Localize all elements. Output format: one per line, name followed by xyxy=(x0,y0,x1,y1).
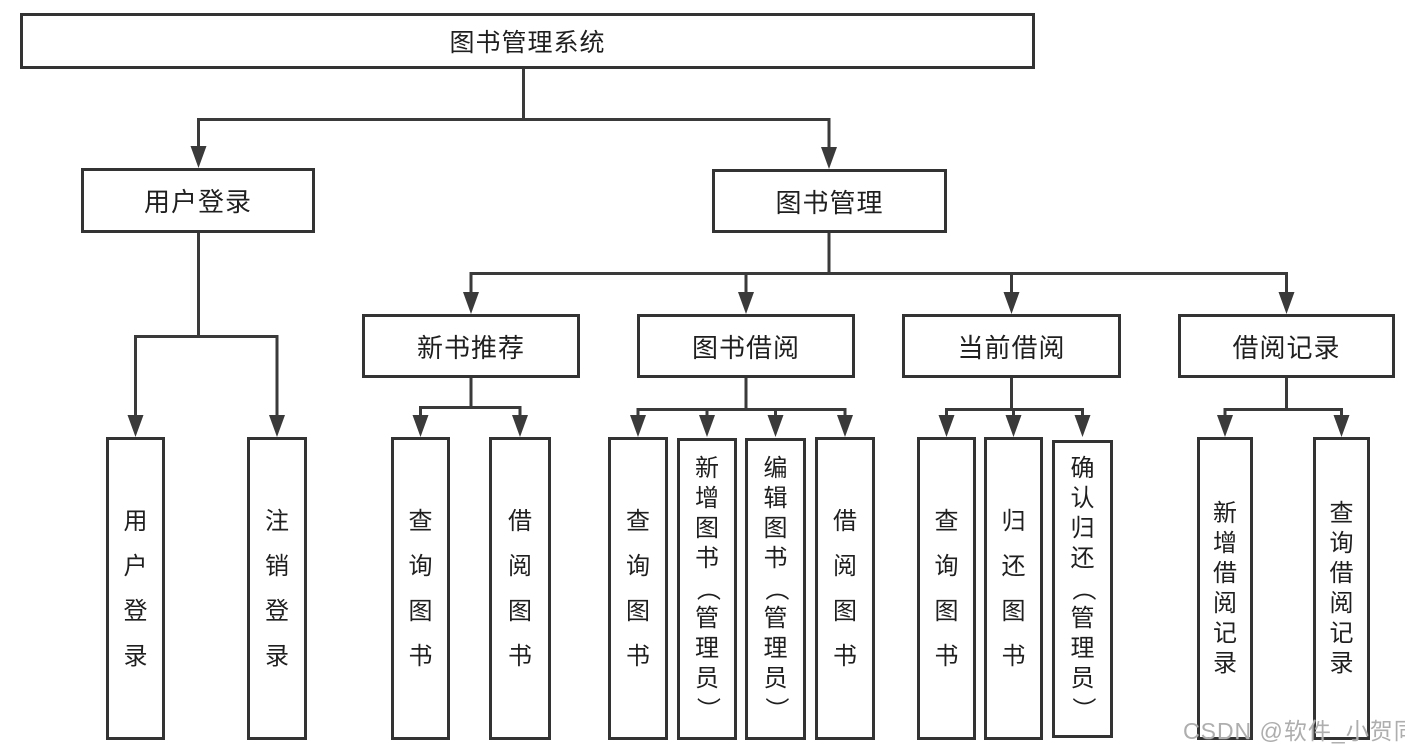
node-label: 当前借阅 xyxy=(957,332,1066,363)
node-borrow-records: 借阅记录 xyxy=(1178,314,1395,378)
leaf-user-login: 用户登录 xyxy=(106,437,165,740)
leaf-query-borrow-record: 查询借阅记录 xyxy=(1313,437,1370,740)
leaf-query-book-borrow: 查询图书 xyxy=(608,437,668,740)
leaf-add-book-admin: 新增图书（管理员） xyxy=(677,438,737,740)
node-user-login: 用户登录 xyxy=(81,168,315,233)
node-library-management-system: 图书管理系统 xyxy=(20,13,1035,69)
leaf-borrow-book: 借阅图书 xyxy=(815,437,875,740)
leaf-confirm-return-admin: 确认归还（管理员） xyxy=(1052,440,1113,738)
node-label: 用户登录 xyxy=(143,187,252,217)
leaf-query-book-current: 查询图书 xyxy=(917,437,976,740)
leaf-query-book-recommend: 查询图书 xyxy=(391,437,450,740)
node-label: 借阅记录 xyxy=(1232,332,1341,363)
arrowheads xyxy=(127,146,1350,437)
node-label: 图书管理系统 xyxy=(449,29,606,57)
node-label: 图书管理 xyxy=(775,187,884,218)
node-label: 新书推荐 xyxy=(416,332,525,363)
node-label: 图书借阅 xyxy=(691,332,800,363)
leaf-return-book: 归还图书 xyxy=(984,437,1043,740)
node-book-borrow: 图书借阅 xyxy=(637,314,855,378)
node-new-book-recommend: 新书推荐 xyxy=(362,314,580,378)
node-current-borrow: 当前借阅 xyxy=(902,314,1121,378)
leaf-logout-login: 注销登录 xyxy=(247,437,307,740)
leaf-add-borrow-record: 新增借阅记录 xyxy=(1197,437,1253,740)
leaf-edit-book-admin: 编辑图书（管理员） xyxy=(745,438,806,740)
node-book-management: 图书管理 xyxy=(712,169,947,233)
leaf-borrow-book-recommend: 借阅图书 xyxy=(489,437,551,740)
csdn-watermark: CSDN @软件_小贺同学 xyxy=(1183,718,1405,744)
